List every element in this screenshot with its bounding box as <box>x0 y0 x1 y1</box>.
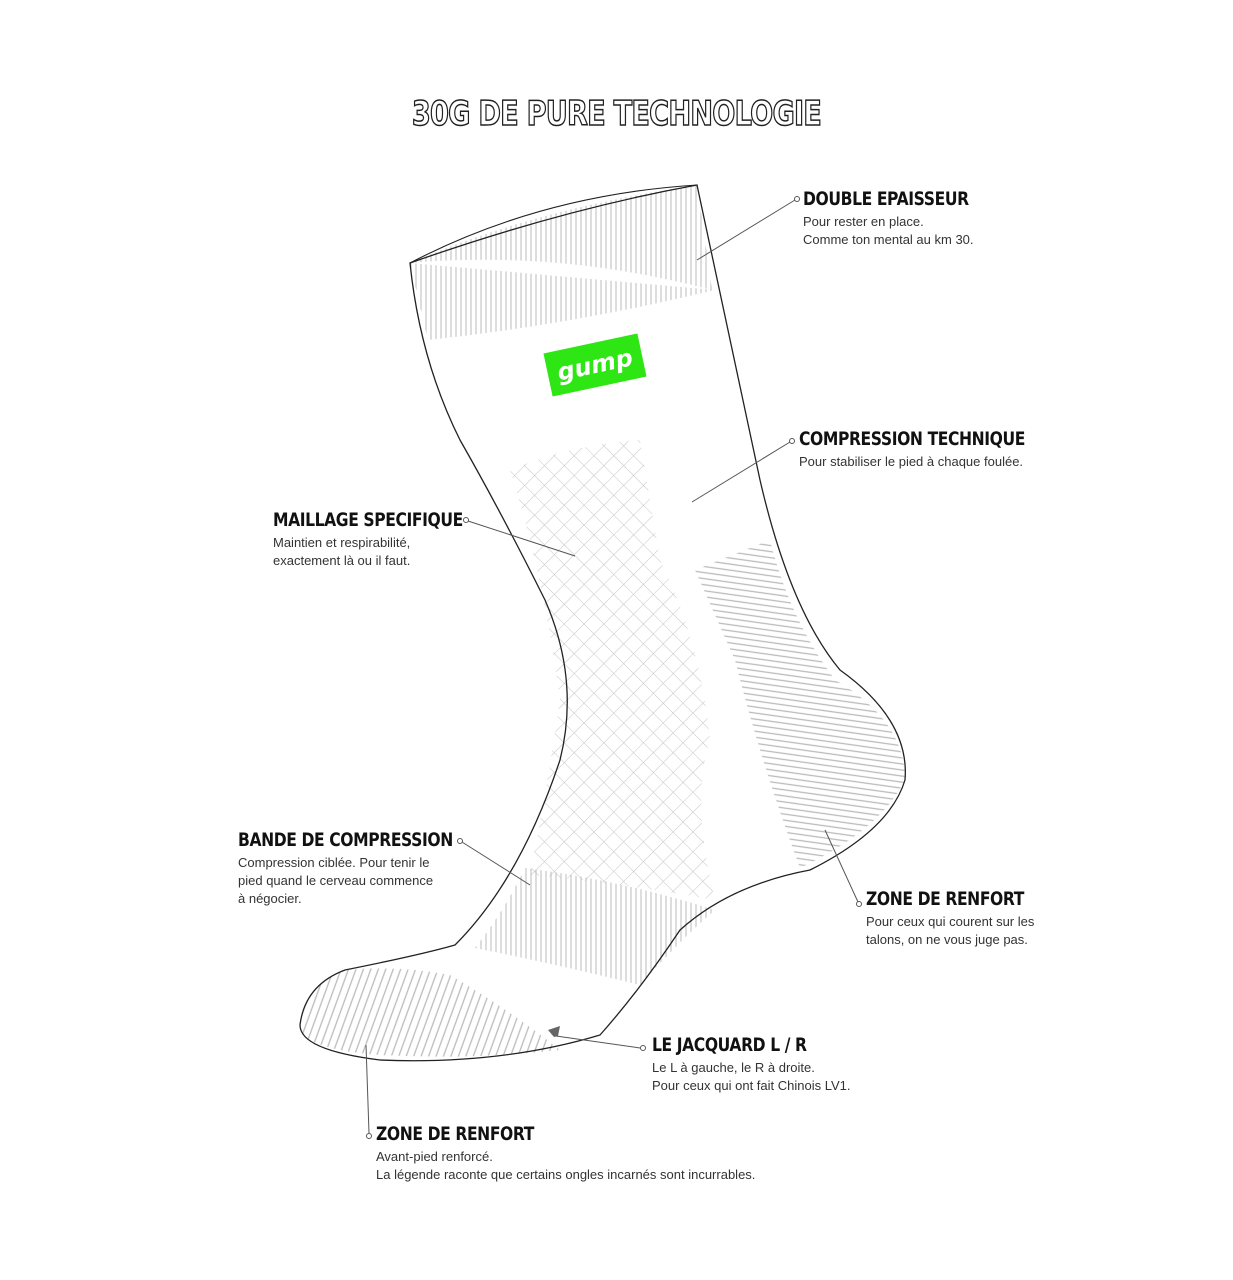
gump-logo: gump <box>543 333 647 397</box>
jacquard-mark <box>548 1026 560 1037</box>
leader-lines <box>365 196 862 1139</box>
page-title: 30G DE PURE TECHNOLOGIE <box>411 93 822 135</box>
toe-zone <box>300 968 560 1057</box>
compression-band <box>475 868 715 985</box>
cuff-zone <box>410 185 715 340</box>
mesh-zone <box>510 440 715 900</box>
sock-outline <box>299 184 906 1062</box>
heel-zone <box>695 540 905 868</box>
